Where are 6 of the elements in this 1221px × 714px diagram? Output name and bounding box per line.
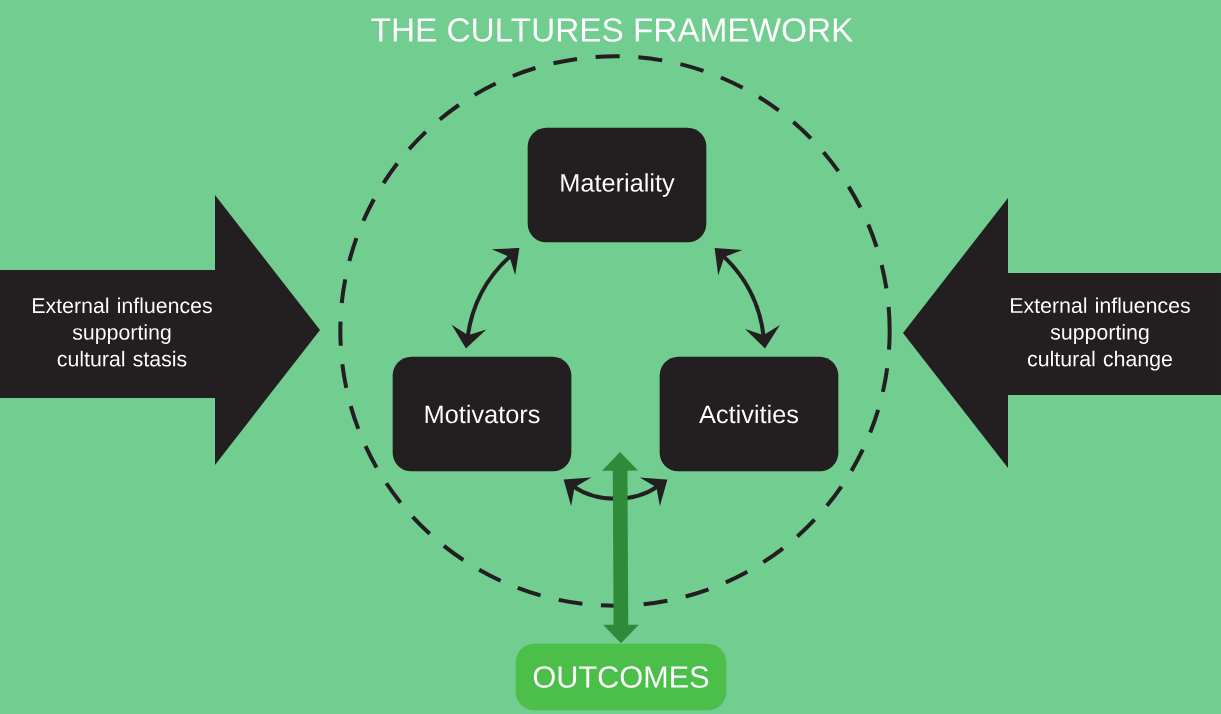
- rounded-box: Motivators: [392, 356, 572, 472]
- dashed-circle: [338, 54, 892, 608]
- rounded-box: Materiality: [527, 127, 707, 243]
- title: THE CULTURES FRAMEWORK: [371, 18, 853, 42]
- rounded-box: Activities: [659, 356, 839, 472]
- outcome-box: OUTCOMES: [515, 643, 727, 711]
